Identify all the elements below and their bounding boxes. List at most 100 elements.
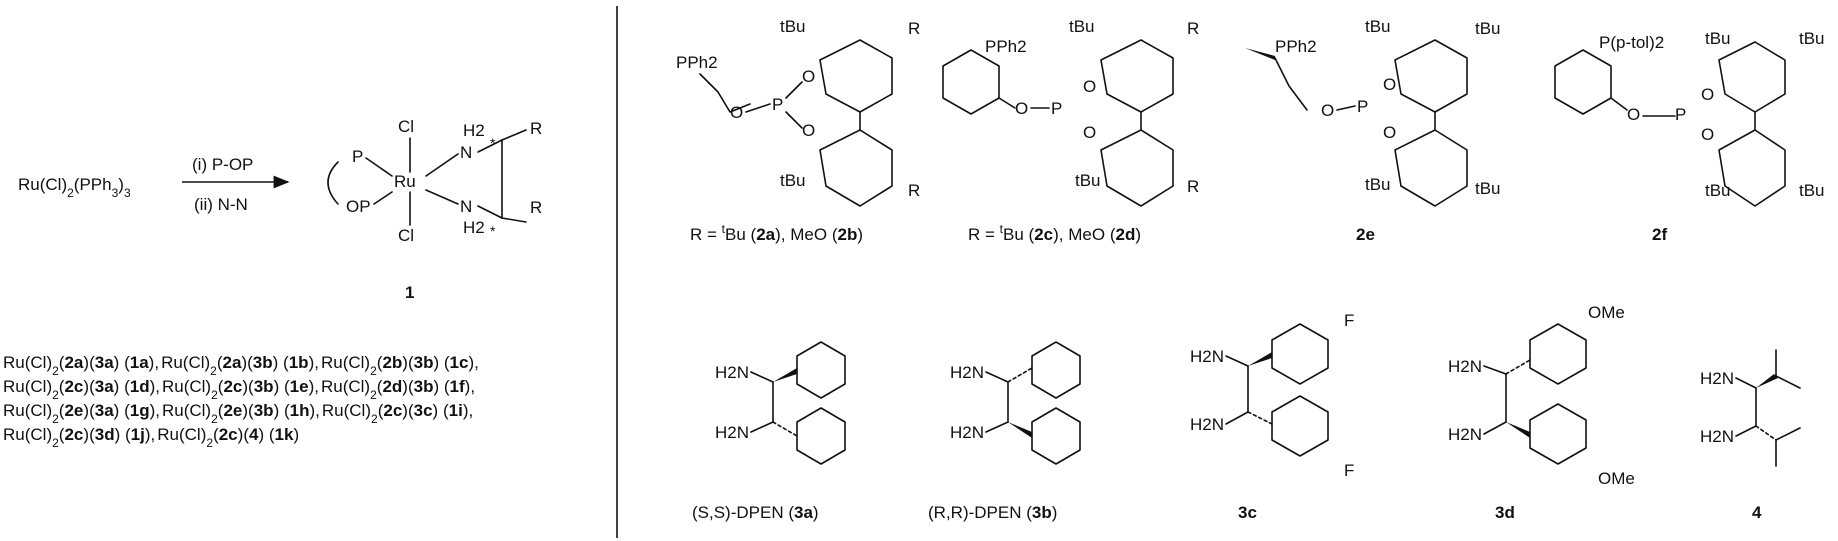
diamine-caption: (R,R)-DPEN (3b) [928, 503, 1057, 522]
op-atom: OP [346, 197, 371, 216]
ligand-caption: R = tBu (2c), MeO (2d) [968, 222, 1141, 244]
ligand-2e: PPh2 O P O O tBu tBu tBu tBu [1245, 17, 1501, 207]
o-atom-bottom: O [802, 121, 815, 140]
n-top: N [460, 143, 472, 162]
r-label: R [1187, 177, 1199, 196]
diamine-captions: (S,S)-DPEN (3a) (R,R)-DPEN (3b) 3c 3d 4 [692, 503, 1762, 522]
o-atom-top: O [1083, 77, 1096, 96]
fluorine-label: F [1344, 311, 1354, 330]
diamine-caption: 3c [1238, 503, 1257, 522]
r-bottom: R [530, 198, 542, 217]
o-atom: O [1321, 101, 1334, 120]
h2-top: H2 [463, 121, 485, 140]
amine-label: H2N [950, 363, 984, 382]
tbu-label: tBu [780, 171, 806, 190]
tbu-label: tBu [1799, 29, 1825, 48]
amine-label: H2N [715, 363, 749, 382]
tbu-label: tBu [1705, 181, 1731, 200]
p-atom: P [1051, 99, 1062, 118]
amine-label: H2N [1448, 357, 1482, 376]
product-number: 1 [405, 283, 414, 302]
p-atom: P [1675, 105, 1686, 124]
diamine-caption: (S,S)-DPEN (3a) [692, 503, 819, 522]
diamine-caption: 4 [1752, 503, 1762, 522]
amine-label: H2N [950, 423, 984, 442]
p-atom: P [352, 147, 363, 166]
amine-label: H2N [1448, 425, 1482, 444]
tbu-label: tBu [1075, 171, 1101, 190]
ru-atom: Ru [394, 172, 416, 191]
pph2-label: PPh2 [985, 37, 1027, 56]
amine-label: H2N [1700, 427, 1734, 446]
compound-entry: Ru(Cl)2(2a)(3b) (1b), [161, 353, 319, 378]
step1-label: (i) P-OP [192, 155, 253, 174]
step2-label: (ii) N-N [194, 195, 248, 214]
reaction: Ru(Cl)2(PPh3)3 (i) P-OP (ii) N-N P OP Ru… [3, 117, 542, 450]
tbu-label: tBu [1069, 17, 1095, 36]
methoxy-label: OMe [1598, 469, 1635, 488]
o-atom-bottom: O [1701, 125, 1714, 144]
diamine-caption: 3d [1495, 503, 1515, 522]
reactant-label: Ru(Cl)2(PPh3)3 [18, 175, 131, 200]
amine-label: H2N [1190, 347, 1224, 366]
p-tol-label: P(p-tol)2 [1599, 33, 1664, 52]
o-atom: O [1627, 105, 1640, 124]
tbu-label: tBu [780, 17, 806, 36]
star-top: * [490, 135, 496, 151]
methoxy-label: OMe [1588, 303, 1625, 322]
p-atom: P [1357, 97, 1368, 116]
r-label: R [1187, 19, 1199, 38]
o-atom-bottom: O [1083, 123, 1096, 142]
p-atom: P [772, 95, 783, 114]
cl-top: Cl [398, 117, 414, 136]
ligand-2f: P(p-tol)2 O P O O tBu tBu tBu tBu [1554, 29, 1825, 207]
compound-entry: Ru(Cl)2(2e)(3b) (1h), [162, 401, 320, 426]
tbu-label: tBu [1365, 17, 1391, 36]
tbu-label: tBu [1705, 29, 1731, 48]
o-atom: O [730, 103, 743, 122]
h2-bottom: H2 [463, 218, 485, 237]
compound-list: Ru(Cl)2(2a)(3a) (1a), Ru(Cl)2(2a)(3b) (1… [3, 353, 479, 450]
pph2-label: PPh2 [676, 53, 718, 72]
compound-entry: Ru(Cl)2(2c)(3a) (1d), [3, 377, 160, 402]
r-top: R [530, 119, 542, 138]
o-atom: O [1015, 99, 1028, 118]
ligand-caption: 2e [1356, 225, 1375, 244]
amine-label: H2N [1700, 369, 1734, 388]
o-atom-bottom: O [1383, 123, 1396, 142]
compound-list-row: Ru(Cl)2(2e)(3a) (1g), Ru(Cl)2(2e)(3b) (1… [3, 401, 473, 426]
o-atom-top: O [1701, 85, 1714, 104]
ligand-2cd: PPh2 O P O O tBu tBu R R [942, 17, 1199, 207]
tbu-label: tBu [1475, 179, 1501, 198]
compound-entry: Ru(Cl)2(2c)(3d) (1j), [3, 425, 155, 450]
diamine-3c: H2N H2N F F [1190, 311, 1354, 480]
r-label: R [908, 181, 920, 200]
compound-entry: Ru(Cl)2(2d)(3b) (1f), [321, 377, 475, 402]
n-bottom: N [460, 197, 472, 216]
compound-list-row: Ru(Cl)2(2c)(3d) (1j), Ru(Cl)2(2c)(4) (1k… [3, 425, 299, 450]
ligand-caption: R = tBu (2a), MeO (2b) [690, 222, 863, 244]
diamine-3a: H2N H2N [715, 341, 846, 465]
diamine-4: H2N H2N [1700, 349, 1801, 467]
ligand-2ab: PPh2 O P O O tBu tBu R R [676, 17, 920, 207]
star-bottom: * [490, 223, 496, 239]
product-complex: P OP Ru Cl Cl N H2 N H2 * * R R [327, 117, 542, 245]
r-label: R [908, 19, 920, 38]
pph2-label: PPh2 [1275, 37, 1317, 56]
o-atom-top: O [802, 67, 815, 86]
compound-list-row: Ru(Cl)2(2a)(3a) (1a), Ru(Cl)2(2a)(3b) (1… [3, 353, 479, 378]
tbu-label: tBu [1475, 19, 1501, 38]
compound-list-row: Ru(Cl)2(2c)(3a) (1d), Ru(Cl)2(2c)(3b) (1… [3, 377, 475, 402]
o-atom-top: O [1383, 75, 1396, 94]
amine-label: H2N [715, 423, 749, 442]
fluorine-label: F [1344, 461, 1354, 480]
diamine-3d: H2N H2N OMe OMe [1448, 303, 1635, 488]
tbu-label: tBu [1365, 175, 1391, 194]
compound-entry: Ru(Cl)2(2b)(3b) (1c), [321, 353, 479, 378]
cl-bottom: Cl [398, 226, 414, 245]
diamine-3b: H2N H2N [950, 341, 1081, 465]
compound-entry: Ru(Cl)2(2c)(3c) (1i), [322, 401, 473, 426]
ligand-captions: R = tBu (2a), MeO (2b) R = tBu (2c), MeO … [690, 222, 1667, 244]
ligand-caption: 2f [1652, 225, 1667, 244]
